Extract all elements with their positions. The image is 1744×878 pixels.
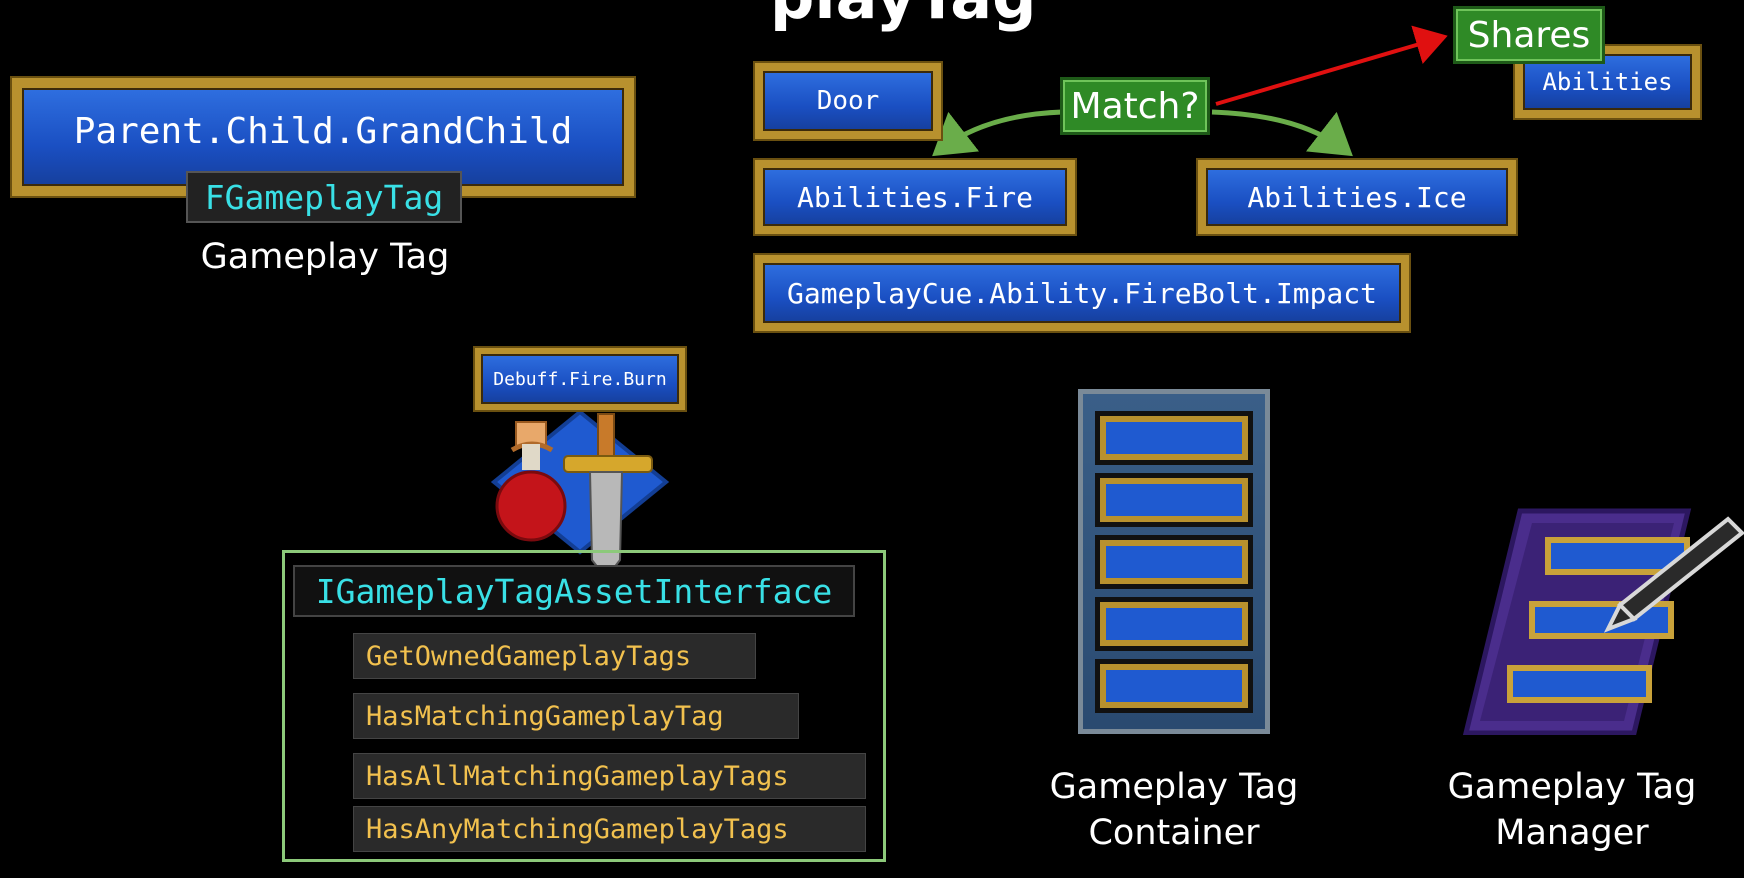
gameplaycue-text: GameplayCue.Ability.FireBolt.Impact [786,276,1377,310]
match-arrow-left [932,109,1063,157]
match-label: Match? [1060,77,1210,135]
shares-arrow [1215,25,1448,106]
manager-slot [1507,665,1652,703]
container-slot [1100,602,1248,646]
debuff-fire-burn-tag: Debuff.Fire.Burn [475,348,685,410]
interface-name: IGameplayTagAssetInterface [293,565,855,617]
asset-icon [490,409,670,580]
tag-text: Parent.Child.GrandChild [73,110,573,152]
match-arrow-right [1211,109,1353,157]
potion-icon [495,421,567,542]
manager-caption: Gameplay Tag Manager [1422,764,1722,856]
slide-title: playTag [770,0,1037,33]
gameplaycue-tag: GameplayCue.Ability.FireBolt.Impact [755,255,1409,331]
container-caption-line2: Container [1088,813,1260,853]
abilities-fire-text: Abilities.Fire [796,180,1033,214]
abilities-ice-tag: Abilities.Ice [1198,160,1516,234]
door-text: Door [816,86,880,116]
fgameplaytag-type-label: FGameplayTag [186,171,462,223]
parent-child-grandchild-tag: Parent.Child.GrandChild [12,78,634,196]
container-caption: Gameplay Tag Container [1024,764,1324,856]
abilities-text: Abilities [1542,68,1673,96]
container-slot [1100,540,1248,584]
gameplay-tag-caption: Gameplay Tag [200,237,450,277]
manager-caption-line1: Gameplay Tag [1447,767,1697,807]
container-caption-line1: Gameplay Tag [1049,767,1299,807]
container-slot [1100,478,1248,522]
pen-icon [1603,516,1744,633]
abilities-tag: Abilities [1515,46,1700,118]
shares-label: Shares [1453,6,1605,64]
method-has-matching: HasMatchingGameplayTag [353,693,799,739]
container-slot [1100,664,1248,708]
manager-caption-line2: Manager [1495,813,1649,853]
method-get-owned: GetOwnedGameplayTags [353,633,756,679]
container-slot [1100,416,1248,460]
method-has-any-matching: HasAnyMatchingGameplayTags [353,806,866,852]
debuff-text: Debuff.Fire.Burn [493,368,667,390]
asset-interface-panel [282,550,886,862]
abilities-fire-tag: Abilities.Fire [755,160,1075,234]
method-has-all-matching: HasAllMatchingGameplayTags [353,753,866,799]
abilities-ice-text: Abilities.Ice [1247,180,1467,214]
door-tag: Door [755,63,941,139]
